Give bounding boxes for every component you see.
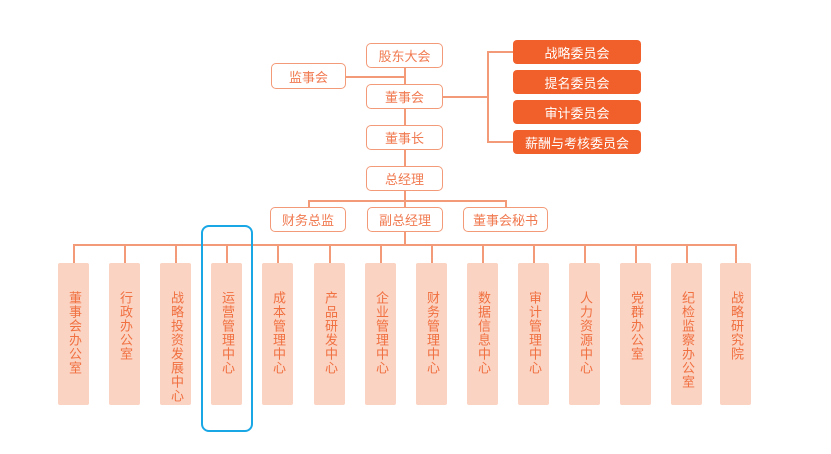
connector-line [308,200,310,207]
connector-line [686,244,688,263]
highlight-selection [201,225,253,432]
department-label: 企业管理中心 [373,291,388,375]
connector-line [735,244,737,263]
department-box[interactable]: 人力资源中心 [569,263,600,405]
connector-line [124,244,126,263]
deputy-gm-box[interactable]: 副总经理 [367,207,443,232]
supervisory-board-box[interactable]: 监事会 [271,63,346,89]
department-label: 董事会办公室 [66,291,81,375]
connector-line [533,244,535,263]
department-box[interactable]: 产品研发中心 [314,263,345,405]
department-label: 党群办公室 [628,291,643,361]
committee-strategy[interactable]: 战略委员会 [513,40,641,64]
connector-line [175,244,177,263]
connector-line [487,141,513,143]
connector-line [73,244,75,263]
board-secretary-box[interactable]: 董事会秘书 [463,207,548,232]
department-box[interactable]: 行政办公室 [109,263,140,405]
connector-line [635,244,637,263]
department-box[interactable]: 数据信息中心 [467,263,498,405]
connector-line [73,244,736,246]
connector-line [226,244,228,263]
general-manager-box[interactable]: 总经理 [366,166,443,191]
department-box[interactable]: 党群办公室 [620,263,651,405]
department-box[interactable]: 成本管理中心 [262,263,293,405]
cfo-box[interactable]: 财务总监 [270,207,346,232]
department-label: 战略投资发展中心 [168,291,183,403]
committee-compensation[interactable]: 薪酬与考核委员会 [513,130,641,154]
department-box[interactable]: 战略投资发展中心 [160,263,191,405]
department-box[interactable]: 纪检监察办公室 [671,263,702,405]
department-box[interactable]: 企业管理中心 [365,263,396,405]
committee-nomination[interactable]: 提名委员会 [513,70,641,94]
department-label: 纪检监察办公室 [679,291,694,389]
department-box[interactable]: 董事会办公室 [58,263,89,405]
connector-line [487,51,513,53]
department-label: 运营管理中心 [219,291,234,375]
department-box[interactable]: 审计管理中心 [518,263,549,405]
connector-line [443,96,487,98]
department-box[interactable]: 运营管理中心 [211,263,242,405]
connector-line [487,51,489,142]
chairman-box[interactable]: 董事长 [366,125,443,150]
department-label: 行政办公室 [117,291,132,361]
connector-line [584,244,586,263]
connector-line [308,200,505,202]
connector-line [431,244,433,263]
department-label: 财务管理中心 [424,291,439,375]
shareholders-meeting-box[interactable]: 股东大会 [366,43,443,68]
department-label: 战略研究院 [728,291,743,361]
department-label: 人力资源中心 [577,291,592,375]
connector-line [277,244,279,263]
department-box[interactable]: 战略研究院 [720,263,751,405]
board-of-directors-box[interactable]: 董事会 [366,84,443,109]
connector-line [329,244,331,263]
department-label: 审计管理中心 [526,291,541,375]
connector-line [482,244,484,263]
connector-line [346,76,404,78]
connector-line [380,244,382,263]
department-label: 成本管理中心 [270,291,285,375]
department-label: 产品研发中心 [322,291,337,375]
connector-line [404,232,406,244]
connector-line [505,200,507,207]
department-box[interactable]: 财务管理中心 [416,263,447,405]
department-label: 数据信息中心 [475,291,490,375]
committee-audit[interactable]: 审计委员会 [513,100,641,124]
